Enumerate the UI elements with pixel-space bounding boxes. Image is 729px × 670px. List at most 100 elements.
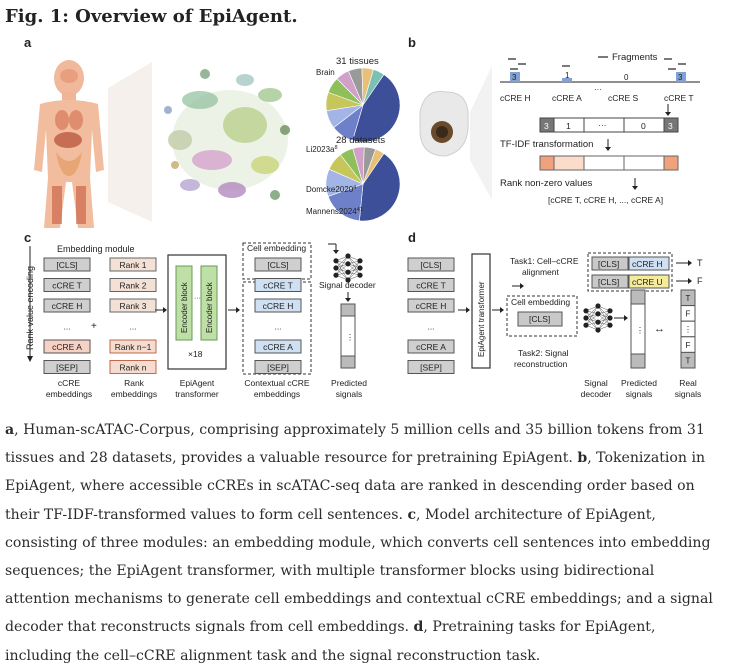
embedding-module-label: Embedding module xyxy=(57,244,135,254)
encoder-block-label-2: Encoder block xyxy=(205,281,214,333)
pie-chart-tissues xyxy=(325,67,401,143)
token-label: Rank 1 xyxy=(120,260,147,270)
network-node xyxy=(595,311,601,317)
token-label: [CLS] xyxy=(420,260,441,270)
network-node xyxy=(583,315,589,321)
human-body-illustration xyxy=(34,60,104,228)
vector-cell-5: 3 xyxy=(668,121,673,131)
token-label: cCRE T xyxy=(263,281,293,291)
caption-text: , Pretraining tasks for EpiAgent, includ… xyxy=(5,619,656,664)
pie-slice xyxy=(327,183,364,222)
panel-label-d: d xyxy=(408,230,416,245)
caption-panel-label: d xyxy=(413,619,424,636)
token-label: cCRE A xyxy=(416,342,446,352)
caption-text: , Human-scATAC-Corpus, comprising approx… xyxy=(5,422,705,467)
pie-slice xyxy=(362,148,385,185)
fragment-ellipsis: ··· xyxy=(594,85,602,94)
ranked-list: [cCRE T, cCRE H, ..., cCRE A] xyxy=(548,195,663,205)
tfidf-label: TF-IDF transformation xyxy=(500,139,593,150)
token-box xyxy=(43,257,91,272)
network-node xyxy=(583,322,589,328)
rank-label: Rank non-zero values xyxy=(500,178,593,189)
pair2-ccre: cCRE U xyxy=(632,277,663,287)
real-signal-value: ⋮ xyxy=(684,325,692,334)
umap-scatter-plot xyxy=(164,69,290,200)
encoder-block-label-1: Encoder block xyxy=(180,281,189,333)
nucleus-illustration xyxy=(419,90,469,157)
panel-label-a: a xyxy=(24,35,32,50)
caption-panel-label: c xyxy=(407,506,417,523)
count-vector xyxy=(539,117,679,133)
token-box xyxy=(43,298,91,313)
repeat-label: ×18 xyxy=(188,349,203,359)
token-box xyxy=(43,360,91,374)
tfidf-vector xyxy=(539,155,679,171)
token-box xyxy=(407,298,455,313)
caption-panel-label: a xyxy=(5,422,15,438)
token-label: [SEP] xyxy=(420,363,442,373)
vector-cell-3: ··· xyxy=(598,120,607,130)
network-node xyxy=(357,258,363,264)
token-box xyxy=(109,339,157,354)
pair2-cls: [CLS] xyxy=(598,277,619,287)
token-box xyxy=(254,298,302,313)
plus-sign: + xyxy=(91,321,97,332)
token-box xyxy=(109,278,157,292)
pie-slice xyxy=(352,74,401,143)
token-label: ... xyxy=(129,322,136,332)
fragments-label: Fragments xyxy=(612,52,658,63)
network-node xyxy=(607,308,613,314)
token-box xyxy=(254,257,302,272)
pie-bottom-label-1: Li2023a8 xyxy=(306,145,338,154)
pie-chart-datasets xyxy=(325,146,401,222)
token-box xyxy=(109,257,157,272)
fragment-count-h: 3 xyxy=(512,73,517,82)
token-box xyxy=(407,257,455,272)
network-node xyxy=(607,315,613,321)
network-node xyxy=(357,272,363,278)
token-box xyxy=(254,339,302,354)
token-label: [CLS] xyxy=(267,260,288,270)
token-label: [SEP] xyxy=(56,363,78,373)
signal-decoder-network-d xyxy=(583,303,613,333)
token-box xyxy=(407,360,455,374)
network-node xyxy=(345,253,351,259)
token-label: Rank 3 xyxy=(120,301,147,311)
pie-top-label: Brain xyxy=(316,68,335,77)
token-label: cCRE A xyxy=(52,342,82,352)
epiagent-transformer-label-d: EpiAgent transformer xyxy=(477,281,486,357)
token-label: cCRE T xyxy=(52,281,82,291)
network-node xyxy=(333,272,339,278)
real-signal-cell xyxy=(680,351,696,369)
cls-label-d: [CLS] xyxy=(529,314,550,324)
network-node xyxy=(595,303,601,309)
token-label: ... xyxy=(274,322,281,332)
caption-text: , Model architecture of EpiAgent, consis… xyxy=(5,506,713,636)
token-box xyxy=(407,278,455,292)
ccre-label-a: cCRE A xyxy=(552,93,582,103)
svg-text:⋮: ⋮ xyxy=(636,326,644,335)
network-node xyxy=(595,319,601,325)
svg-text:⋮: ⋮ xyxy=(346,333,354,342)
token-label: cCRE H xyxy=(263,301,294,311)
token-label: ... xyxy=(63,322,70,332)
token-label: cCRE A xyxy=(263,342,293,352)
pair-result-1: T xyxy=(697,258,703,268)
ccre-label-t: cCRE T xyxy=(664,93,694,103)
real-signal-value: F xyxy=(686,310,691,319)
token-box xyxy=(109,298,157,313)
token-box xyxy=(254,360,302,374)
token-label: ... xyxy=(427,322,434,332)
predicted-signal-column-c: ⋮ xyxy=(340,303,356,369)
figure-overview-graphic: a b c d 31 tissues Brain 28 da xyxy=(24,35,703,399)
encoder-dots: ··· xyxy=(194,295,201,302)
